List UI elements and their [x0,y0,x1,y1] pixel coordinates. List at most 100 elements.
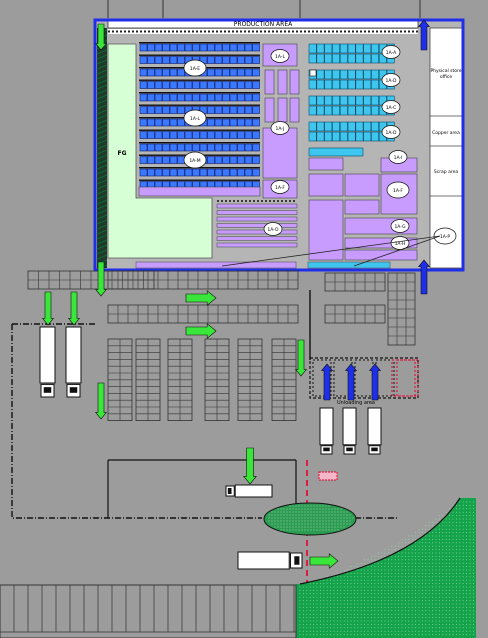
green-dot [452,518,454,520]
green-dot [445,579,447,581]
green-dot [459,586,461,588]
green-dot [319,589,321,591]
building-outline [93,18,465,272]
green-dot [374,610,376,612]
green-dot [306,593,308,595]
cyan-rack-cell [339,53,348,64]
rack-marker-label: 1A-F [275,185,285,191]
green-dot [370,606,372,608]
green-dot [418,528,420,530]
green-dot [377,627,379,629]
green-dot [466,634,468,636]
green-dot [333,586,335,588]
green-dot [452,569,454,571]
green-dot [428,593,430,595]
green-dot [391,545,393,547]
green-dot [350,606,352,608]
pond-dot [283,517,285,519]
green-dot [442,528,444,530]
green-dot [360,596,362,598]
pond-dot [271,511,273,513]
green-dot [432,610,434,612]
green-dot [367,606,369,608]
green-dot [442,569,444,571]
rack-marker-label: 1A-I [394,155,403,161]
green-dot [302,627,304,629]
green-dot [449,535,451,537]
pond-dot [313,508,315,510]
green-dot [394,610,396,612]
flow-arrow-truck-a [41,291,55,326]
green-dot [364,576,366,578]
green-dot [462,620,464,622]
green-dot [425,538,427,540]
green-dot [381,566,383,568]
rack-marker-label: 1A-L [275,54,285,60]
rack-marker-label: 1A-H [395,241,406,247]
green-dot [415,593,417,595]
pond-dot [346,523,348,525]
blue-rack-cell [162,43,170,52]
green-dot [432,606,434,608]
rack-marker-circle [270,180,290,194]
green-dot [384,569,386,571]
rack-marker-label: 1A-M [189,158,200,164]
green-dot [370,586,372,588]
cyan-rack-cell [324,43,333,54]
pond-dot [325,511,327,513]
green-dot [353,600,355,602]
green-dot [387,596,389,598]
green-dot [299,603,301,605]
green-dot [398,603,400,605]
green-dot [442,525,444,527]
green-dot [455,623,457,625]
green-dot [466,620,468,622]
green-dot [391,620,393,622]
cyan-rack-cell [363,105,372,116]
blue-rack-cell [252,156,260,164]
hatch-line [96,139,108,145]
hatch-line [96,189,108,195]
green-dot [435,593,437,595]
blue-rack-cell [252,143,260,152]
green-dot [387,576,389,578]
green-dot [418,600,420,602]
green-dot [391,634,393,636]
purple-bay [344,249,418,261]
green-dot [462,532,464,534]
green-dot [459,555,461,557]
green-dot [394,617,396,619]
rack-marker: 1A-M [183,151,207,169]
green-dot [466,606,468,608]
green-dot [350,603,352,605]
green-dot [455,555,457,557]
green-dot [340,596,342,598]
green-dot [462,538,464,540]
blue-rack-cell [244,106,253,114]
blue-rack-cell [214,68,223,77]
green-dot [435,610,437,612]
green-dot [336,617,338,619]
green-dot [466,572,468,574]
green-dot [428,627,430,629]
green-dot [404,596,406,598]
green-dot [449,576,451,578]
blue-rack-cell [214,56,223,64]
green-dot [449,620,451,622]
cyan-rack-cell [371,121,379,132]
green-dot [411,586,413,588]
green-dot [442,613,444,615]
cyan-rack-cell [339,131,348,142]
green-dot [347,596,349,598]
green-dot [469,518,471,520]
green-dot [323,623,325,625]
blue-rack-cell [147,81,155,89]
green-dot [442,617,444,619]
green-dot [340,623,342,625]
green-dot [435,569,437,571]
green-dot [418,620,420,622]
green-dot [326,593,328,595]
green-dot [449,579,451,581]
shelf-row [216,229,298,235]
